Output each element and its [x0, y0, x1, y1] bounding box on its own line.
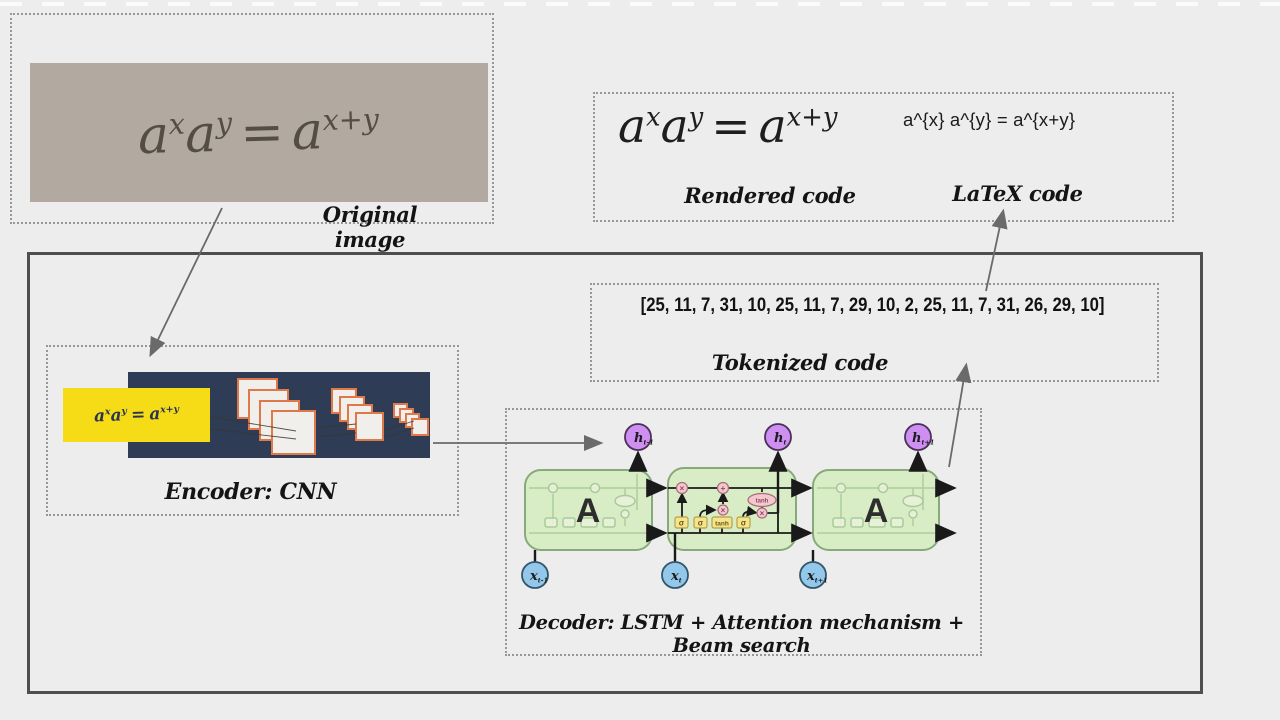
- formula-part: =: [239, 101, 286, 163]
- formula-part: a: [93, 406, 106, 427]
- formula-part: a: [758, 99, 787, 154]
- formula-part: a: [137, 104, 171, 166]
- rendered-code-box: [593, 92, 1174, 222]
- tokenized-code-caption: Tokenized code: [711, 350, 889, 375]
- rendered-formula: axay=ax+y: [618, 99, 838, 154]
- handwritten-formula: axay=ax+y: [137, 99, 381, 166]
- formula-part: y: [215, 104, 233, 140]
- feature-map: [355, 412, 384, 441]
- token-sequence-text: [25, 11, 7, 31, 10, 25, 11, 7, 29, 10, 2…: [640, 295, 1105, 316]
- tokenized-code-box: [590, 283, 1159, 382]
- formula-part: =: [711, 99, 751, 154]
- latex-code-text: a^{x} a^{y} = a^{x+y}: [903, 109, 1076, 130]
- formula-part: a: [110, 405, 122, 426]
- formula-part: a: [618, 99, 647, 154]
- top-dashed-divider: [0, 2, 1280, 6]
- formula-part: a: [291, 100, 325, 162]
- original-image-caption: Original image: [322, 202, 418, 252]
- formula-part: x: [168, 106, 186, 141]
- formula-part: =: [130, 404, 146, 426]
- rendered-code-caption: Rendered code: [684, 183, 856, 208]
- token-sequence: [25, 11, 7, 31, 10, 25, 11, 7, 29, 10, 2…: [590, 295, 1155, 317]
- formula-part: x+y: [159, 403, 180, 416]
- latex-code-caption: LaTeX code: [952, 181, 1083, 206]
- feature-map: [411, 418, 429, 436]
- feature-map: [271, 410, 316, 455]
- input-card-formula: axay=ax+y: [94, 404, 180, 427]
- decoder-box: [505, 408, 982, 656]
- decoder-caption: Decoder: LSTM + Attention mechanism + Be…: [518, 611, 965, 657]
- pipeline-outer-box: [27, 252, 1203, 694]
- formula-part: x+y: [786, 102, 838, 133]
- formula-part: x: [646, 102, 661, 133]
- encoder-caption: Encoder: CNN: [164, 479, 337, 505]
- original-photo: axay=ax+y: [30, 63, 488, 202]
- input-image-card: axay=ax+y: [63, 388, 210, 442]
- encoder-box: [46, 345, 459, 516]
- original-image-box: axay=ax+y: [10, 13, 494, 224]
- formula-part: y: [688, 102, 704, 133]
- formula-part: x+y: [322, 101, 380, 137]
- formula-part: a: [184, 103, 218, 165]
- formula-part: a: [660, 99, 689, 154]
